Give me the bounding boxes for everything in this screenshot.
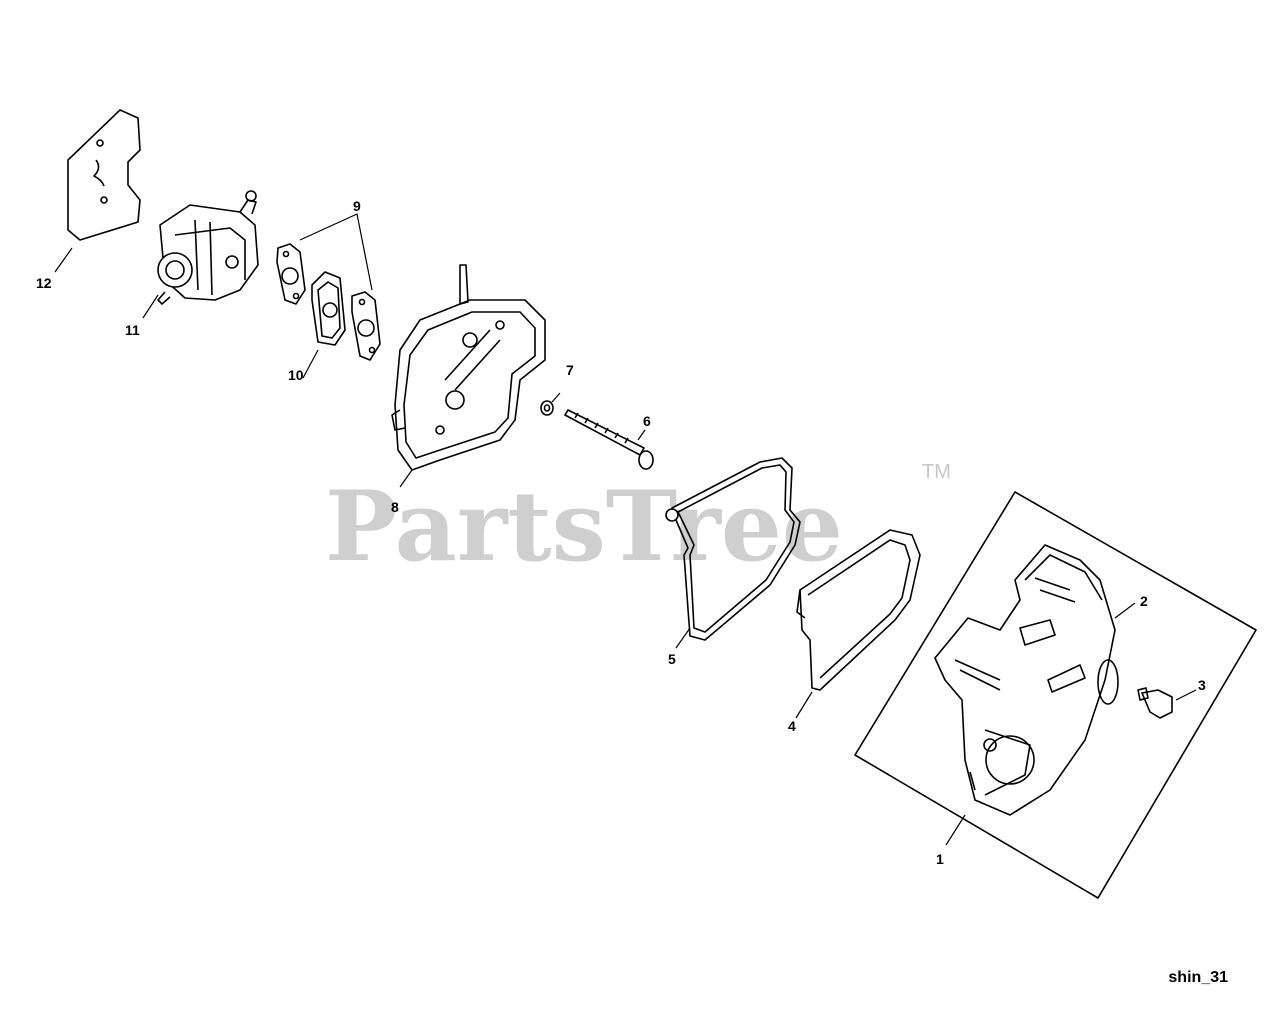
- callout-12: 12: [36, 275, 52, 291]
- part-3-knob[interactable]: [1137, 687, 1173, 719]
- leader-lines: [54, 213, 1197, 846]
- callout-4: 4: [788, 718, 796, 734]
- part-2-air-cleaner-cover[interactable]: [934, 544, 1119, 816]
- part-10-spacer[interactable]: [311, 271, 346, 346]
- part-5-seal[interactable]: [665, 457, 801, 641]
- callout-5: 5: [668, 651, 676, 667]
- callout-10: 10: [288, 367, 304, 383]
- callout-7: 7: [566, 362, 574, 378]
- drawing-code: shin_31: [1168, 969, 1228, 986]
- part-11-carburetor[interactable]: [157, 190, 259, 305]
- part-8-air-cleaner-case[interactable]: [391, 264, 546, 471]
- part-9-gasket-right[interactable]: [351, 291, 381, 361]
- part-9-gasket-left[interactable]: [276, 243, 306, 305]
- callout-6: 6: [643, 413, 651, 429]
- assembly-1-boundary: [854, 491, 1257, 899]
- callout-2: 2: [1140, 593, 1148, 609]
- callout-3: 3: [1198, 677, 1206, 693]
- callout-9: 9: [353, 198, 361, 214]
- callout-8: 8: [391, 499, 399, 515]
- watermark-trademark: TM: [922, 461, 951, 483]
- part-7-washer[interactable]: [540, 400, 554, 416]
- watermark-text: PartsTree: [325, 470, 843, 583]
- part-6-bolt[interactable]: [564, 409, 654, 470]
- callout-1: 1: [936, 851, 944, 867]
- callout-11: 11: [125, 322, 140, 338]
- part-4-air-filter[interactable]: [796, 529, 921, 691]
- part-12-insulator[interactable]: [67, 109, 141, 241]
